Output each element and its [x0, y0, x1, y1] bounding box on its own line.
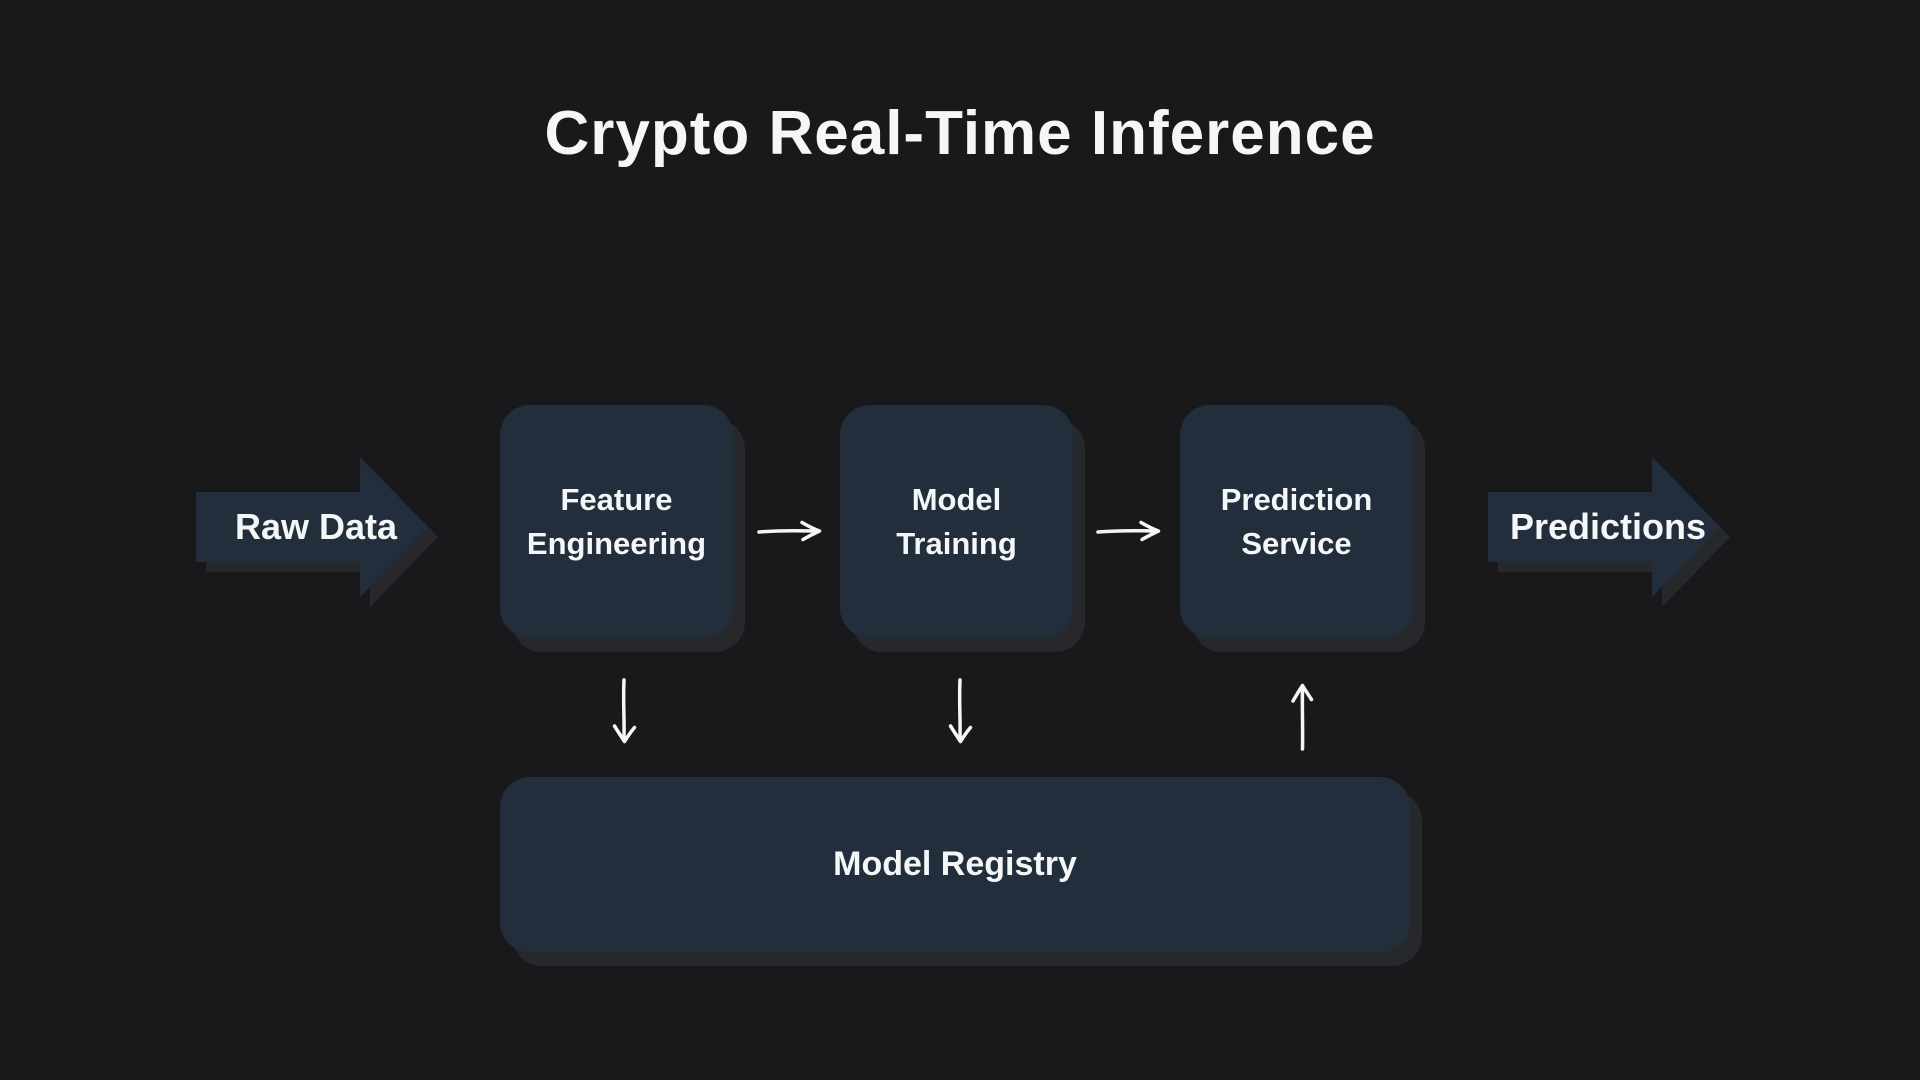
raw-data-label: Raw Data: [234, 506, 398, 547]
predictions-label: Predictions: [1509, 506, 1707, 547]
arrow-down-fe-to-registry-icon: [612, 678, 637, 744]
node-model-registry: Model Registry: [500, 777, 1410, 952]
node-feature-engineering: Feature Engineering: [500, 405, 733, 638]
raw-data-ribbon-arrow-icon: [196, 457, 438, 607]
arrow-down-mt-to-registry-icon: [948, 678, 973, 744]
node-model-registry-label: Model Registry: [833, 845, 1077, 883]
node-feature-engineering-label: Feature Engineering: [526, 482, 707, 561]
node-prediction-service-label: Prediction Service: [1220, 482, 1373, 561]
arrow-right-fe-to-mt-icon: [757, 520, 822, 542]
arrow-up-registry-to-ps-icon: [1291, 683, 1314, 751]
page-title: Crypto Real-Time Inference: [544, 99, 1376, 168]
node-model-training-label: Model Training: [896, 482, 1017, 561]
predictions-ribbon-arrow-icon: [1488, 457, 1730, 607]
arrow-right-mt-to-ps-icon: [1096, 520, 1161, 542]
node-prediction-service: Prediction Service: [1180, 405, 1413, 638]
node-model-training: Model Training: [840, 405, 1073, 638]
